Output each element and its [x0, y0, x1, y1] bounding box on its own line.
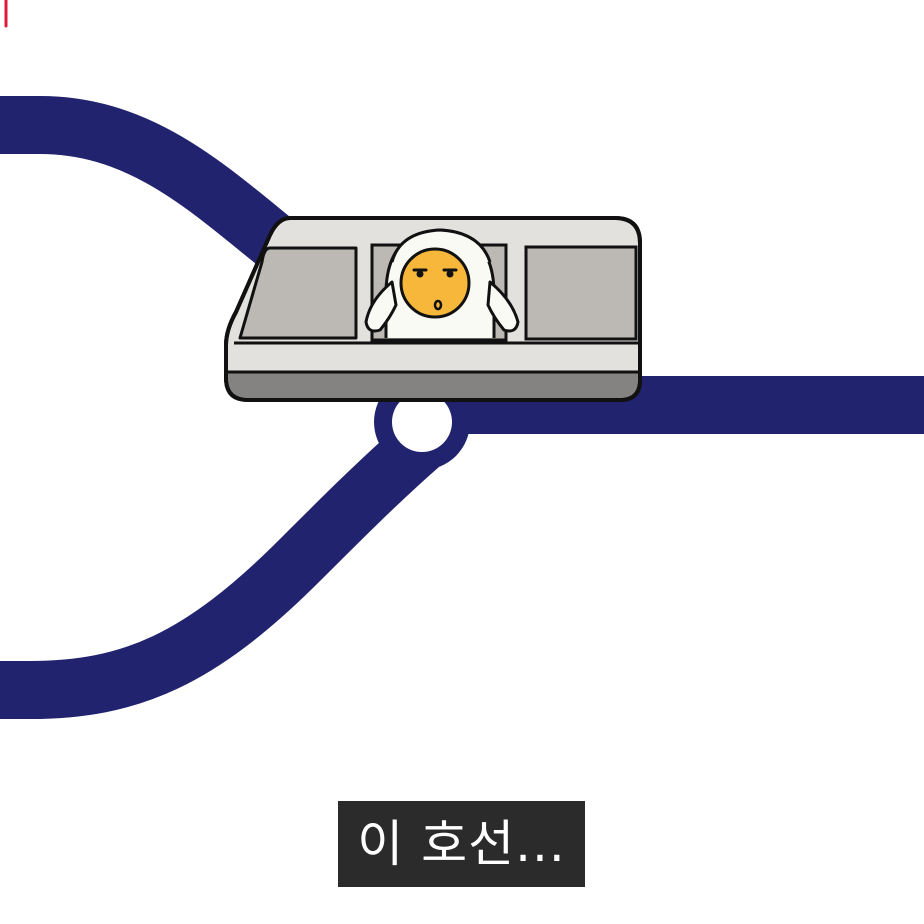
- egg-arm-left: [364, 280, 398, 333]
- left-pupil: [416, 270, 424, 278]
- egg-character: [364, 228, 520, 338]
- train-bottom-band: [228, 372, 638, 398]
- mouth: [433, 299, 443, 311]
- train-window-front: [238, 246, 358, 340]
- subway-line-lower-branch: [0, 423, 440, 719]
- subway-line-upper-branch: [0, 96, 318, 285]
- subtitle-text: 이 호선...: [357, 815, 566, 873]
- right-pupil: [446, 270, 454, 278]
- junction-station-center: [392, 392, 452, 452]
- egg-arm-right: [486, 280, 520, 333]
- subtitle-caption: 이 호선...: [338, 801, 585, 887]
- train-outline: [224, 216, 642, 402]
- egg-yolk-face: [399, 247, 471, 319]
- train-window-rear: [524, 245, 638, 341]
